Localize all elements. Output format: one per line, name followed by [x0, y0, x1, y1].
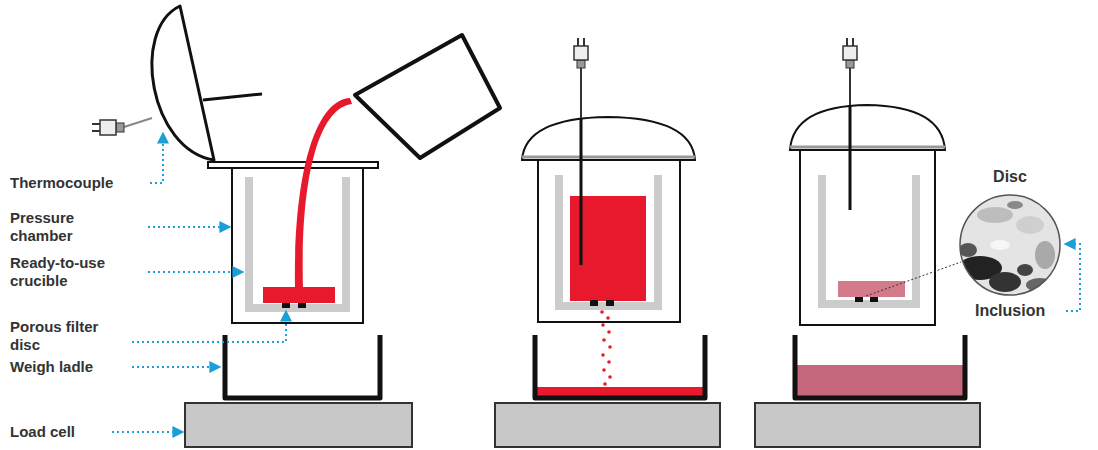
leader-line	[132, 366, 219, 368]
metal-drops	[600, 310, 612, 386]
load-cell	[185, 403, 412, 447]
plug-prong	[583, 38, 585, 46]
plug-body	[574, 46, 588, 60]
load-cell	[495, 403, 720, 447]
crucible	[818, 175, 920, 308]
plug-prong	[852, 38, 854, 46]
filter-disc	[606, 300, 614, 306]
plug-collar	[846, 60, 854, 68]
plug-prong	[92, 123, 100, 125]
crucible	[555, 175, 662, 310]
weigh-ladle	[225, 335, 380, 398]
thermocouple-rod	[580, 118, 583, 265]
part-label: Ready-to-use crucible	[10, 254, 128, 290]
open-lid	[152, 6, 214, 160]
load-cell	[755, 403, 980, 447]
leader-line	[1066, 244, 1080, 311]
weigh-ladle	[535, 335, 705, 398]
leader-line	[112, 431, 182, 433]
plug-body	[843, 46, 857, 60]
part-label: Porous filter disc	[10, 318, 128, 354]
panel-result	[755, 38, 1065, 447]
panel-pouring	[92, 6, 500, 447]
leader-line	[148, 226, 229, 228]
thermocouple-rod	[203, 94, 262, 100]
plug-body	[100, 120, 116, 135]
thermocouple-cable	[849, 68, 851, 105]
part-label: Thermocouple	[10, 174, 140, 192]
closed-lid	[790, 105, 945, 150]
filter-disc	[590, 300, 598, 306]
thermocouple-rod	[849, 105, 852, 210]
chamber-flange	[208, 162, 378, 168]
thermocouple-cable	[580, 68, 582, 118]
leader-lines	[112, 134, 1080, 432]
magnifier-circle	[960, 195, 1060, 295]
lid-rim	[522, 156, 695, 159]
part-label: Pressure chamber	[10, 209, 128, 245]
plug-prong	[846, 38, 848, 46]
filter-disc	[282, 303, 290, 308]
part-label: Inclusion	[975, 302, 1065, 320]
weigh-ladle	[795, 335, 965, 398]
metal-stream	[295, 98, 352, 290]
part-label: Disc	[975, 168, 1045, 186]
filter-disc	[855, 297, 863, 302]
plug-collar	[577, 60, 585, 68]
pressure-chamber	[538, 160, 680, 322]
filtered-metal	[797, 365, 963, 397]
part-label: Weigh ladle	[10, 358, 128, 376]
pouring-jug	[355, 35, 500, 158]
pressure-chamber	[800, 150, 935, 325]
part-label: Load cell	[10, 423, 110, 441]
filter-disc	[298, 303, 306, 308]
leader-line	[148, 271, 242, 273]
thermocouple-cable	[124, 118, 152, 127]
magnifier-leader	[866, 262, 961, 296]
leader-line	[132, 312, 286, 342]
plug-prong	[577, 38, 579, 46]
closed-lid	[522, 117, 695, 160]
plug-collar	[116, 123, 124, 132]
panel-filtering	[495, 38, 720, 447]
plug-prong	[92, 130, 100, 132]
leader-line	[150, 134, 163, 183]
residue-metal	[838, 281, 905, 297]
filter-disc	[870, 297, 878, 302]
lid-rim	[790, 146, 945, 149]
disc-micrograph	[955, 190, 1065, 300]
